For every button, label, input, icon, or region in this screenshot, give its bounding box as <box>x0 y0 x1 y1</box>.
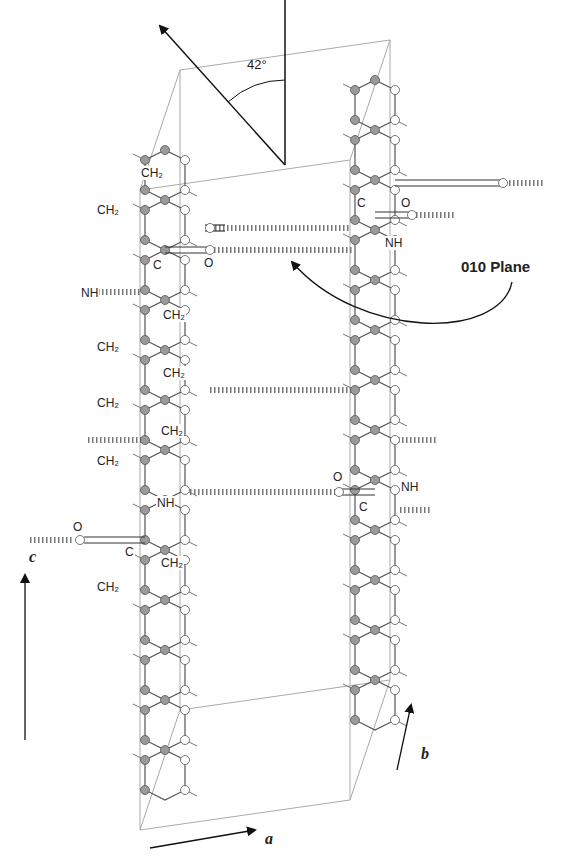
atom-label: NH <box>400 480 419 494</box>
atom-label: CH₂ <box>160 556 184 570</box>
atom-label: O <box>203 256 214 270</box>
atom-label: O <box>400 196 411 210</box>
atom-label: CH₂ <box>96 454 120 468</box>
atom-label: C <box>124 545 135 559</box>
atom-label: NH <box>156 496 175 510</box>
atom-label: CH₂ <box>96 203 120 217</box>
axis-label: a <box>264 830 274 848</box>
atom-label: CH₂ <box>162 366 186 380</box>
atom-label: C <box>356 196 367 210</box>
atom-label: O <box>72 520 83 534</box>
atom-label: C <box>152 258 163 272</box>
atom-label: CH₂ <box>96 580 120 594</box>
axis-label: b <box>420 745 430 763</box>
atom-label: CH₂ <box>96 396 120 410</box>
atom-label: NH <box>384 236 403 250</box>
atom-label: CH₂ <box>162 308 186 322</box>
angle-label: 42° <box>246 58 268 72</box>
atom-label: CH₂ <box>160 424 184 438</box>
axis-label: c <box>28 548 37 566</box>
plane-label: 010 Plane <box>460 258 531 276</box>
atom-label: C <box>358 500 369 514</box>
atom-label: O <box>332 470 343 484</box>
atom-label: CH₂ <box>140 166 164 180</box>
atom-label: NH <box>80 286 99 300</box>
atom-label: CH₂ <box>96 340 120 354</box>
